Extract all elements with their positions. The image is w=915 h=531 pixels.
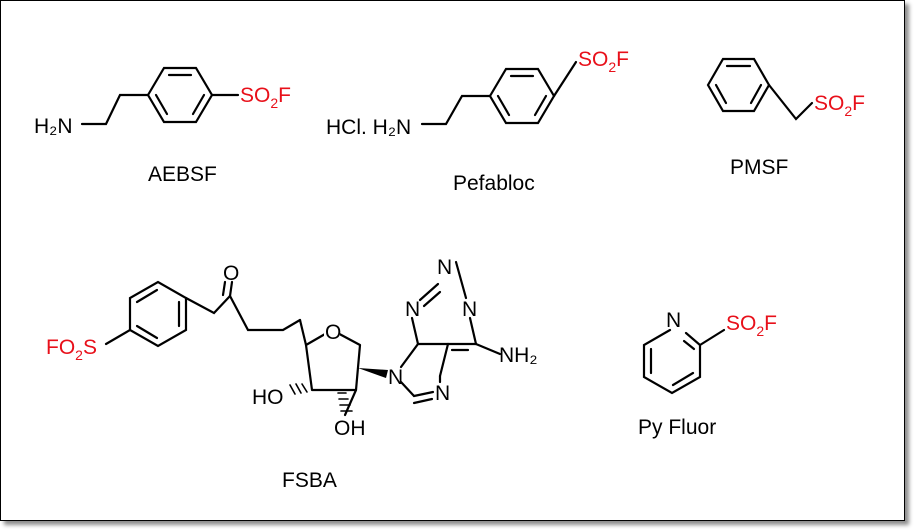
aebsf-structure: H₂N SO2F AEBSF bbox=[34, 66, 291, 186]
pmsf-methylene bbox=[767, 83, 814, 121]
pyfluor-name: Py Fluor bbox=[638, 416, 716, 439]
pefabloc-sulfonyl-fluoride: SO2F bbox=[578, 48, 629, 75]
fsba-nitrogen-3: N bbox=[405, 298, 420, 321]
fsba-nitrogen-9: N bbox=[388, 366, 403, 389]
pyfluor-pyridine-ring bbox=[642, 328, 702, 395]
aebsf-ethyl-chain bbox=[80, 93, 150, 126]
pefabloc-name: Pefabloc bbox=[453, 172, 535, 195]
fsba-amine-label: NH₂ bbox=[499, 344, 537, 367]
pefabloc-ethyl-chain bbox=[420, 94, 492, 126]
pefabloc-structure: HCl. H₂N SO2F Pefabloc bbox=[326, 48, 629, 195]
pyfluor-sulfonyl-fluoride: SO2F bbox=[726, 312, 777, 339]
aebsf-sulfonyl-fluoride: SO2F bbox=[240, 84, 291, 111]
aebsf-name: AEBSF bbox=[148, 163, 217, 186]
fsba-nitrogen-7: N bbox=[435, 382, 450, 405]
pmsf-sulfonyl-fluoride: SO2F bbox=[814, 92, 865, 119]
fsba-hydroxyl-bottom: OH bbox=[334, 417, 366, 440]
figure-frame bbox=[0, 0, 905, 521]
pyfluor-nitrogen: N bbox=[666, 309, 681, 332]
fsba-name: FSBA bbox=[282, 469, 337, 492]
pmsf-structure: SO2F PMSF bbox=[706, 57, 865, 179]
aebsf-amine-label: H₂N bbox=[34, 115, 72, 138]
pefabloc-salt-label: HCl. H₂N bbox=[326, 116, 411, 139]
pmsf-name: PMSF bbox=[730, 156, 788, 179]
fsba-benzene-ring bbox=[128, 280, 188, 348]
fsba-nitrogen-1: N bbox=[437, 256, 452, 279]
fsba-nitrogen-1b: N bbox=[462, 298, 477, 321]
fsba-structure: FO2S O O HO OH N bbox=[46, 256, 537, 492]
fsba-ketone-oxygen: O bbox=[223, 262, 239, 285]
fsba-propyl-chain bbox=[228, 294, 302, 332]
pyfluor-structure: N SO2F Py Fluor bbox=[638, 309, 777, 439]
fsba-hydroxyl-left: HO bbox=[252, 386, 284, 409]
fsba-ring-oxygen: O bbox=[325, 321, 341, 344]
fsba-sulfonyl-fluoride: FO2S bbox=[46, 336, 97, 363]
